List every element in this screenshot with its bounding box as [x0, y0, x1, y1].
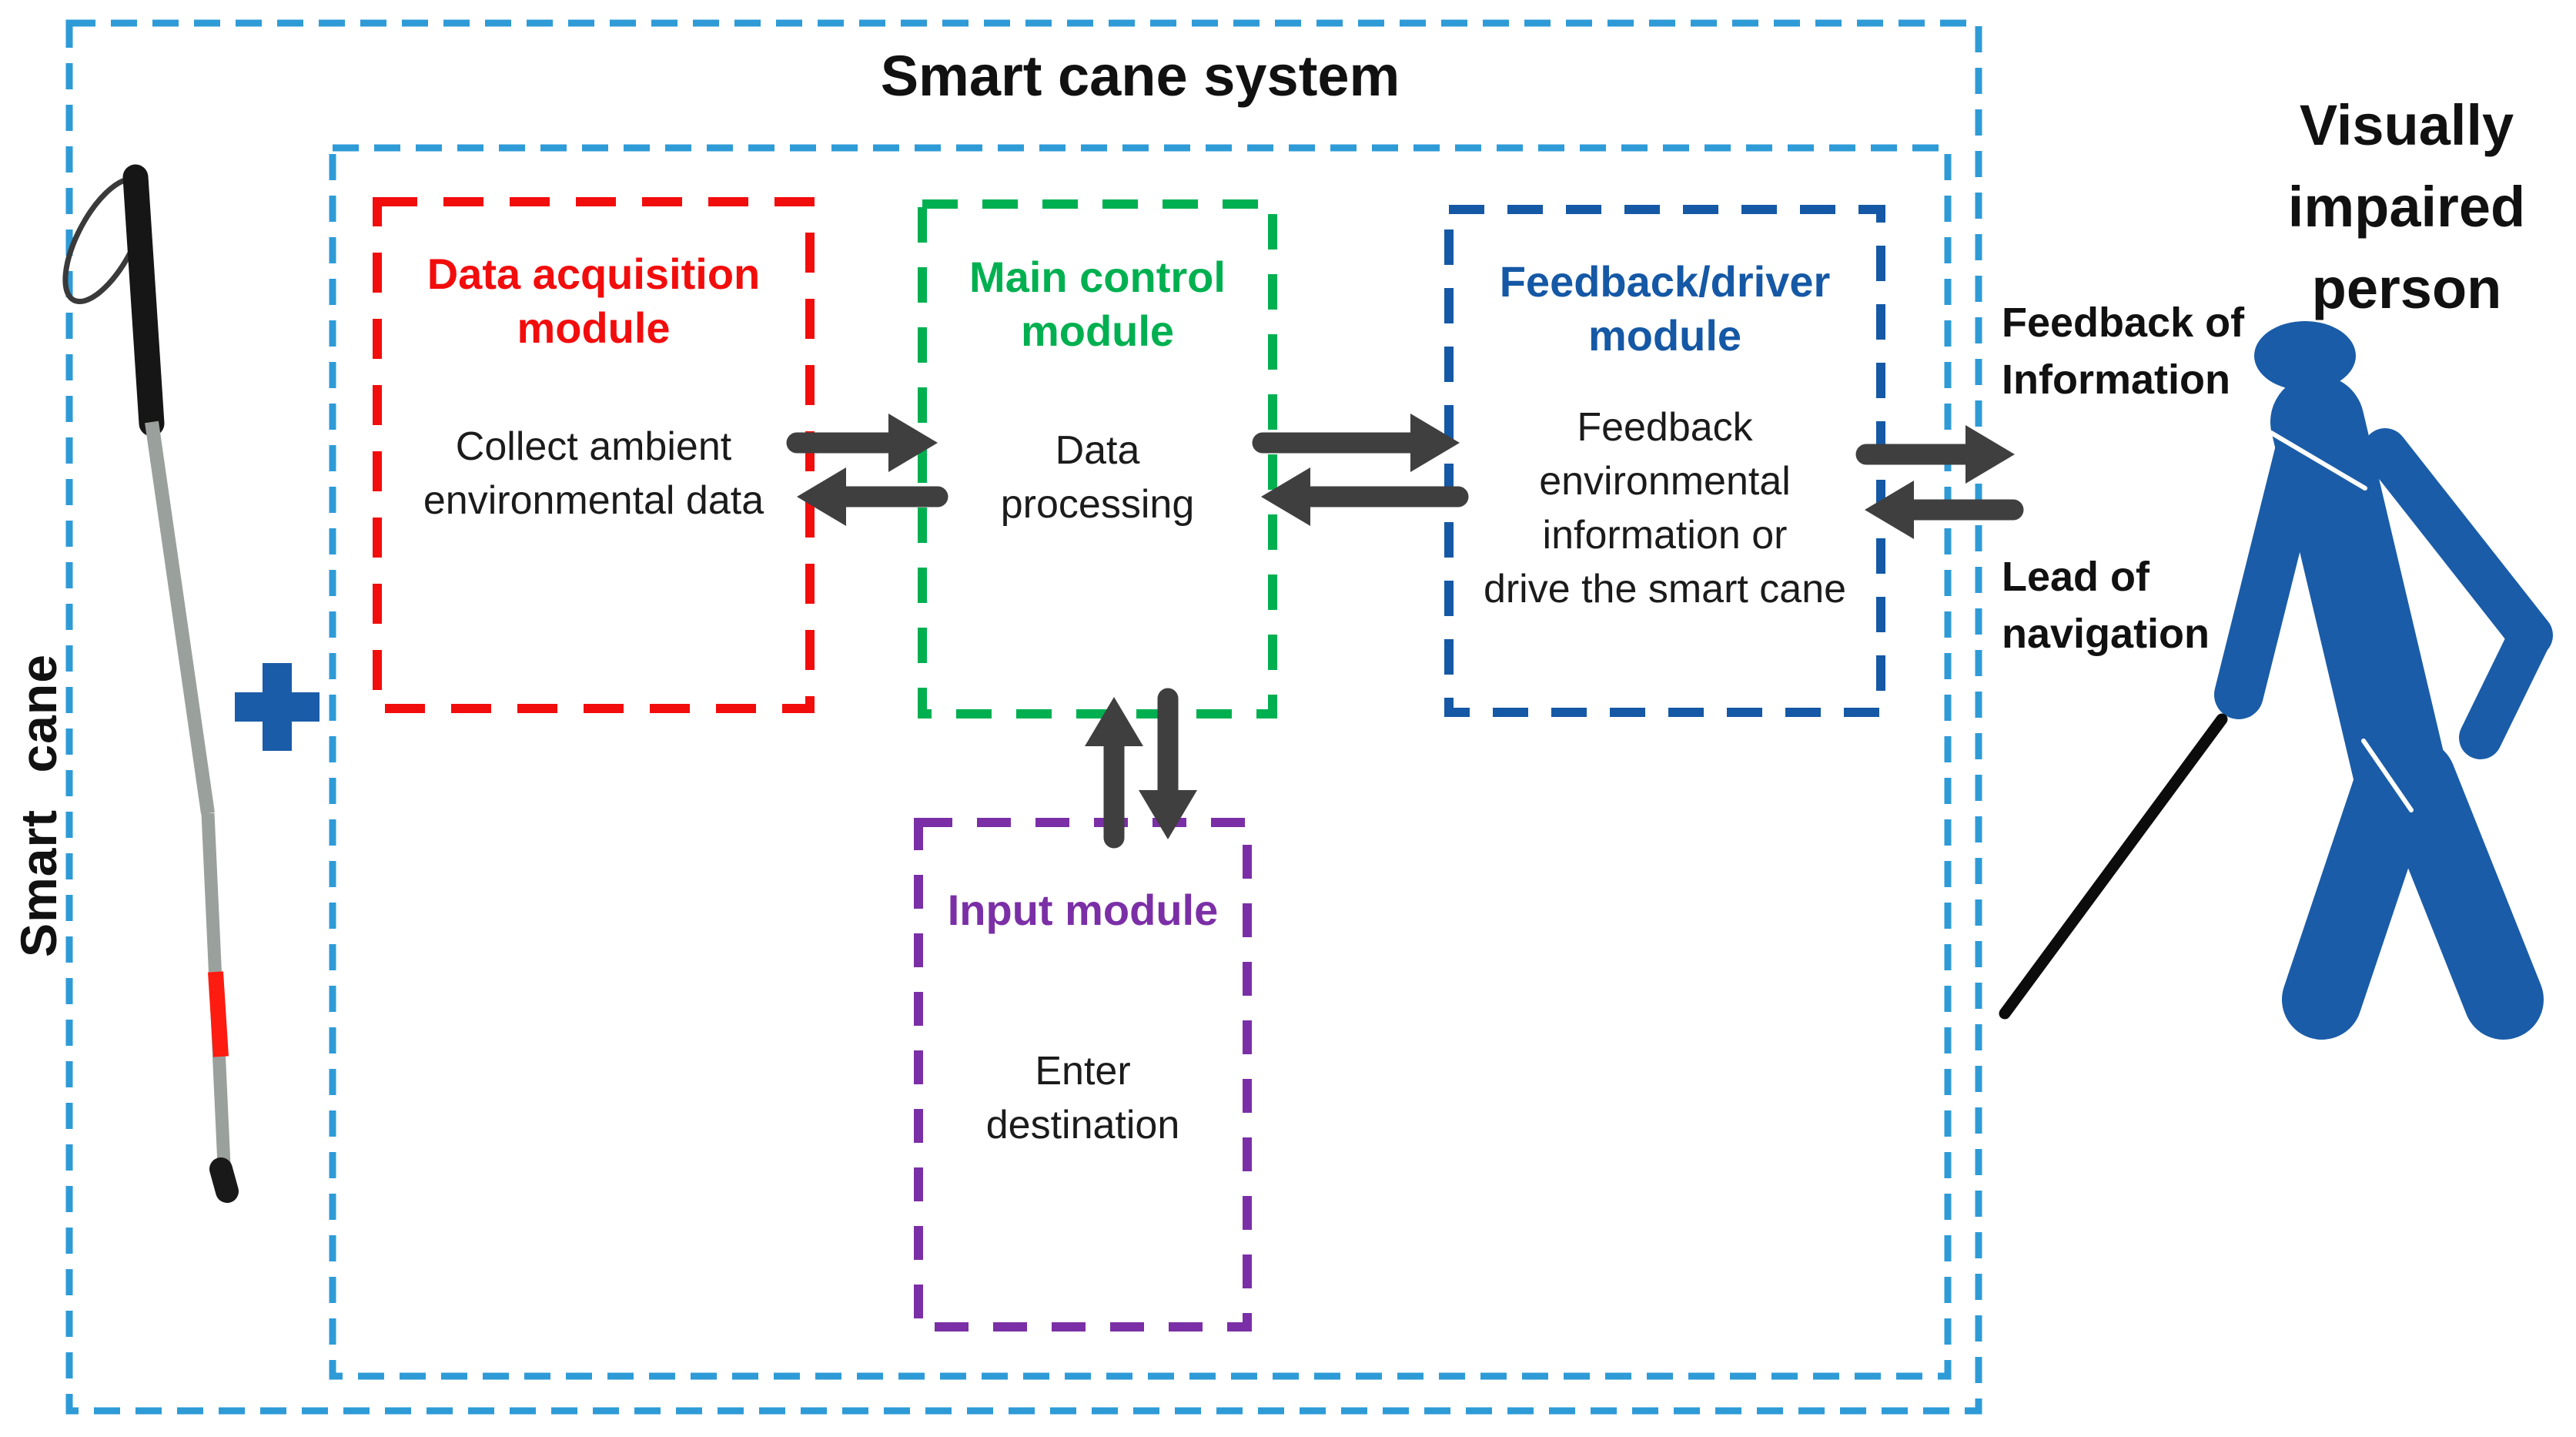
arrow-input-to-control: [1085, 697, 1143, 849]
person-front-leg: [2282, 739, 2436, 1040]
person-back-upper-arm: [2363, 428, 2553, 658]
person-head: [2254, 321, 2356, 390]
smart-cane-label: Smart cane: [10, 654, 67, 957]
feedback-of-information-label: Feedback of Information: [2002, 300, 2245, 403]
arrow-control-to-acquisition: [797, 467, 948, 526]
person-cane: [1999, 713, 2228, 1020]
cane-tip: [209, 1157, 239, 1203]
person-torso: [2270, 375, 2447, 821]
main-control-module-box: [918, 199, 1277, 718]
input-module-title: Input module: [947, 885, 1219, 934]
input-module-body: Enter destination: [985, 1049, 1180, 1148]
main-control-module: Main control module Data processing: [922, 204, 1273, 714]
person-front-arm: [2214, 424, 2325, 719]
arrow-control-to-feedback: [1252, 414, 1460, 472]
plus-icon: [235, 663, 319, 751]
data-acquisition-module-box: [373, 197, 815, 713]
page-title: Smart cane system: [880, 44, 1400, 108]
arrow-feedback-to-person: [1855, 425, 2015, 484]
input-module: Input module Enter destination: [918, 822, 1247, 1327]
feedback-driver-body: Feedback environmental information or dr…: [1483, 405, 1847, 612]
feedback-driver-module: Feedback/driver module Feedback environm…: [1449, 209, 1881, 712]
person-back-leg: [2376, 739, 2544, 1040]
inner-system-border: [329, 144, 1952, 1380]
arrow-control-to-input: [1139, 688, 1197, 839]
arrow-person-to-feedback: [1865, 481, 2024, 539]
cane-shaft-upper: [145, 420, 215, 815]
data-acquisition-title: Data acquisition module: [427, 250, 761, 353]
outer-system-border: [65, 19, 1982, 1415]
person-arm-separation-line: [2269, 430, 2367, 491]
visually-impaired-person-label: Visually impaired person: [2287, 93, 2526, 320]
arrow-acquisition-to-control: [786, 414, 938, 472]
lead-of-navigation-label: Lead of navigation: [2002, 554, 2210, 657]
cane-red-band: [208, 971, 229, 1057]
feedback-driver-title: Feedback/driver module: [1499, 256, 1831, 360]
person-leg-separation-line: [2361, 739, 2414, 812]
data-acquisition-module: Data acquisition module Collect ambient …: [377, 202, 810, 708]
main-control-title: Main control module: [969, 252, 1226, 355]
arrow-feedback-to-control: [1261, 467, 1469, 526]
input-module-box: [914, 818, 1252, 1331]
white-cane-icon: [62, 164, 239, 1203]
person-back-forearm: [2459, 614, 2552, 759]
cane-handle: [122, 164, 165, 437]
data-acquisition-body: Collect ambient environmental data: [423, 424, 764, 523]
main-control-body: Data processing: [1000, 427, 1195, 527]
person-icon: [1999, 321, 2553, 1040]
